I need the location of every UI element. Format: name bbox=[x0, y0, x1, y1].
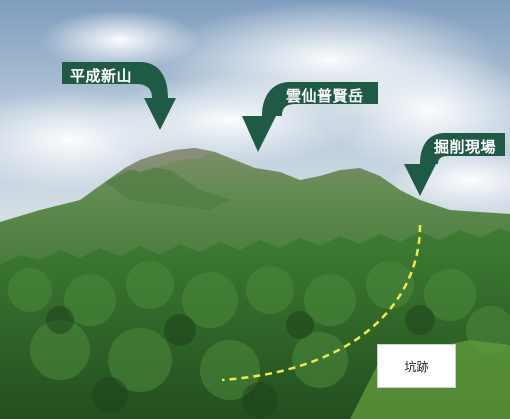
tree-canopy-texture bbox=[8, 261, 510, 400]
label-unzen-fugendake: 雲仙普賢岳 bbox=[286, 87, 364, 105]
tree-shadows bbox=[46, 305, 435, 418]
label-excavation-site: 掘削現場 bbox=[434, 138, 497, 156]
mountain-rocky-peak bbox=[125, 148, 215, 172]
label-pit-trace: 坑跡 bbox=[377, 344, 456, 388]
label-heisei-shinzan: 平成新山 bbox=[70, 67, 133, 85]
arrow-excavation-site bbox=[404, 133, 505, 196]
arrow-unzen-fugendake bbox=[242, 82, 378, 152]
mountain-ridge-shadow bbox=[105, 165, 230, 210]
route-line bbox=[221, 224, 422, 382]
arrow-heisei-shinzan bbox=[62, 62, 176, 130]
